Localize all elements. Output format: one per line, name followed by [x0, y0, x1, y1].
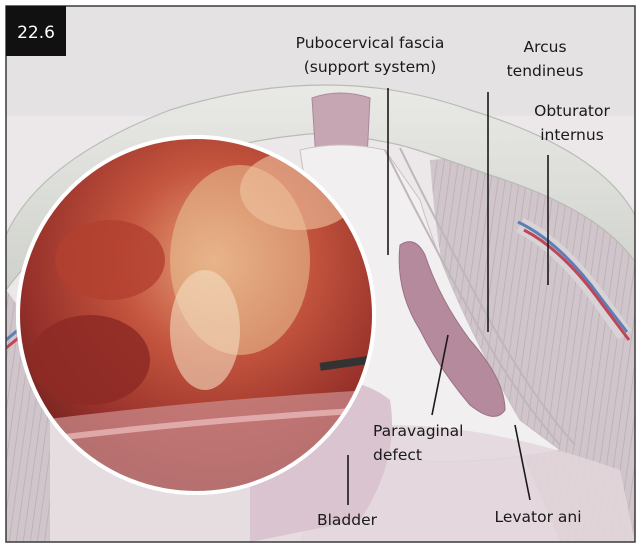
label-paravaginal-line2: defect	[373, 446, 422, 464]
label-bladder: Bladder	[317, 511, 378, 529]
figure-number: 22.6	[17, 23, 55, 43]
label-obturator-line1: Obturator	[534, 102, 610, 120]
label-pubocervical-line1: Pubocervical fascia	[296, 34, 445, 52]
label-paravaginal-line1: Paravaginal	[373, 422, 463, 440]
label-arcus-line2: tendineus	[507, 62, 584, 80]
label-obturator-line2: internus	[540, 126, 604, 144]
label-arcus-line1: Arcus	[523, 38, 566, 56]
label-levator-ani: Levator ani	[494, 508, 581, 526]
label-pubocervical-line2: (support system)	[304, 58, 437, 76]
